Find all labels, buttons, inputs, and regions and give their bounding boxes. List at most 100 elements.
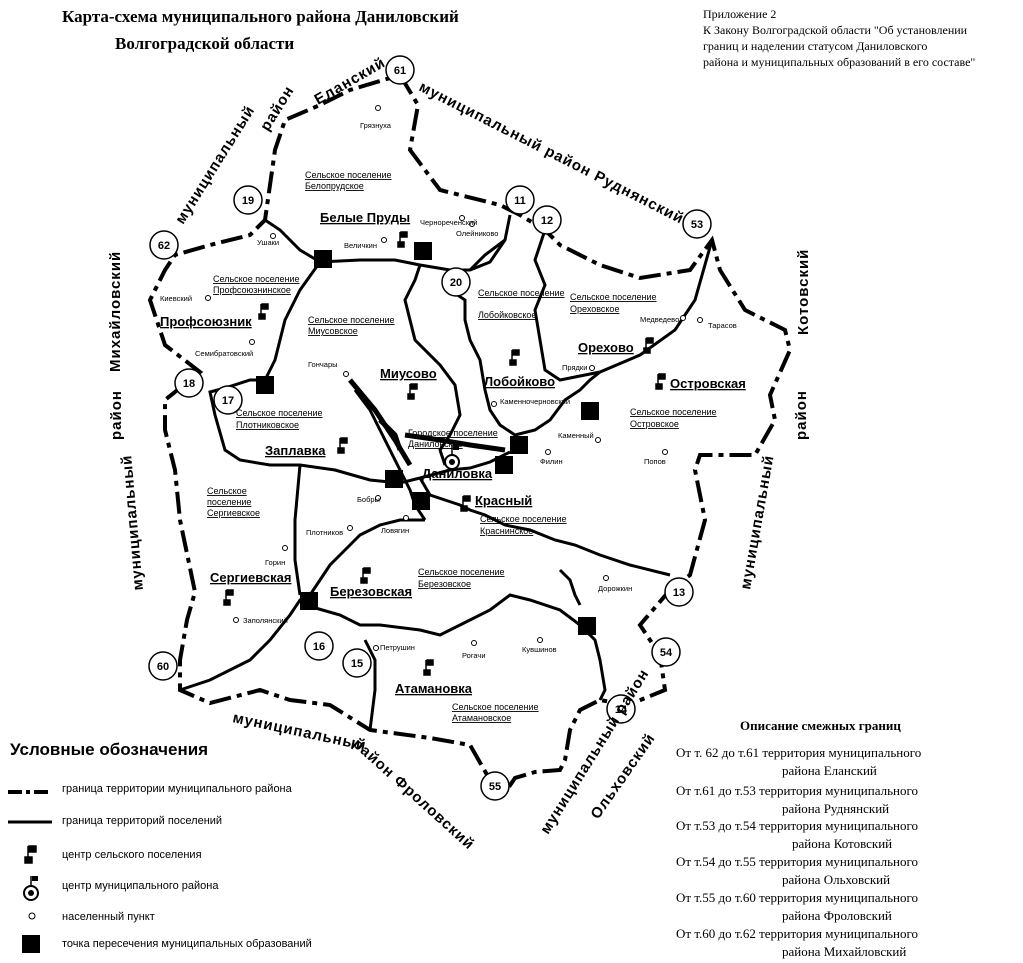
svg-text:района Фроловский: района Фроловский: [782, 908, 892, 923]
svg-text:Атамановка: Атамановка: [395, 681, 473, 696]
svg-text:Каменный: Каменный: [558, 431, 594, 440]
description-heading: Описание смежных границ: [740, 718, 901, 733]
svg-text:Березовское: Березовское: [418, 579, 471, 589]
svg-text:Атамановское: Атамановское: [452, 713, 511, 723]
svg-text:Плотников: Плотников: [306, 528, 343, 537]
svg-text:Профсоюзник: Профсоюзник: [160, 314, 252, 329]
point-19-marker: 19: [233, 185, 263, 215]
boundary-points: 61 11 12 53 19 62 20 18 17 13 54 60 16 1…: [148, 55, 712, 801]
svg-text:Тарасов: Тарасов: [708, 321, 737, 330]
legend-intersection-icon: [22, 935, 40, 953]
svg-text:Величкин: Величкин: [344, 241, 377, 250]
neighbor-mikhaylovsky-2: район: [108, 390, 125, 440]
center-labels: Белые Пруды Профсоюзник Миусово Лобойков…: [160, 210, 746, 696]
legend-settlement-border-label: граница территорий поселений: [62, 815, 222, 827]
svg-text:Прядки: Прядки: [562, 363, 587, 372]
danilovka-roads: [348, 378, 506, 467]
svg-text:Ореховское: Ореховское: [570, 304, 619, 314]
neighbor-frolovsky-2: район Фроловский: [349, 735, 477, 853]
svg-text:11: 11: [514, 195, 526, 207]
svg-text:Миусово: Миусово: [380, 366, 437, 381]
village-labels: Грязнуха Чернореченский Величкин Олейник…: [160, 121, 737, 660]
neighbor-frolovsky-1: муниципальный: [231, 709, 368, 754]
appendix-line2: К Закону Волгоградской области "Об устан…: [703, 23, 968, 37]
svg-text:Сергиевское: Сергиевское: [207, 508, 260, 518]
svg-text:Сельское поселение: Сельское поселение: [236, 408, 323, 418]
svg-text:района Руднянский: района Руднянский: [782, 801, 889, 816]
svg-text:12: 12: [541, 215, 553, 227]
svg-text:Рогачи: Рогачи: [462, 651, 486, 660]
settlement-labels: Сельское поселение Белопрудское Сельское…: [207, 170, 717, 723]
svg-text:Дорожкин: Дорожкин: [598, 584, 632, 593]
village-markers: [205, 105, 703, 651]
point-20-marker: 20: [441, 267, 471, 297]
svg-text:Миусовское: Миусовское: [308, 326, 358, 336]
legend-heading: Условные обозначения: [10, 740, 208, 759]
svg-text:Профсоюзнинское: Профсоюзнинское: [213, 285, 291, 295]
svg-text:Сельское поселение: Сельское поселение: [213, 274, 300, 284]
svg-text:От т.53 до т.54 территория мун: От т.53 до т.54 территория муниципальног…: [676, 818, 918, 833]
svg-text:Горин: Горин: [265, 558, 285, 567]
svg-text:19: 19: [242, 195, 254, 207]
map-title-line2: Волгоградской области: [115, 34, 294, 53]
legend: Условные обозначения граница территории …: [8, 740, 312, 953]
svg-text:15: 15: [351, 658, 363, 670]
svg-text:Медведево: Медведево: [640, 315, 679, 324]
svg-text:Сельское поселение: Сельское поселение: [630, 407, 717, 417]
adjacent-borders-description: Описание смежных границ От т. 62 до т.61…: [676, 718, 921, 959]
svg-text:Сельское поселение: Сельское поселение: [452, 702, 539, 712]
svg-text:района Еланский: района Еланский: [782, 763, 877, 778]
legend-district-center-icon: [23, 876, 39, 901]
point-53-marker: 53: [682, 209, 712, 239]
svg-text:Лобойковское: Лобойковское: [478, 310, 536, 320]
svg-text:Бобры: Бобры: [357, 495, 380, 504]
svg-text:района Котовский: района Котовский: [792, 836, 892, 851]
svg-text:Сельское поселение: Сельское поселение: [480, 514, 567, 524]
svg-text:Белые Пруды: Белые Пруды: [320, 210, 410, 225]
point-18-marker: 18: [174, 368, 204, 398]
district-border: [147, 72, 793, 804]
point-15-marker: 15: [342, 648, 372, 678]
svg-text:Березовская: Березовская: [330, 584, 412, 599]
svg-text:Олейниково: Олейниково: [456, 229, 498, 238]
svg-text:Сельское: Сельское: [207, 486, 247, 496]
map-title-line1: Карта-схема муниципального района Данило…: [62, 7, 459, 26]
point-11-marker: 11: [505, 185, 535, 215]
svg-text:Сергиевская: Сергиевская: [210, 570, 291, 585]
legend-locality-label: населенный пункт: [62, 911, 155, 923]
svg-text:От т.54 до т.55 территория мун: От т.54 до т.55 территория муниципальног…: [676, 854, 918, 869]
svg-text:14: 14: [615, 704, 628, 716]
svg-text:Краснинское: Краснинское: [480, 526, 533, 536]
svg-text:Семибратовский: Семибратовский: [195, 349, 253, 358]
svg-text:Грязнуха: Грязнуха: [360, 121, 392, 130]
point-60-marker: 60: [148, 651, 178, 681]
svg-text:54: 54: [660, 647, 673, 659]
svg-text:поселение: поселение: [207, 497, 251, 507]
svg-text:Киевский: Киевский: [160, 294, 192, 303]
svg-text:От т.61 до т.53 территория мун: От т.61 до т.53 территория муниципальног…: [676, 783, 918, 798]
svg-text:Островское: Островское: [630, 419, 679, 429]
svg-text:Сельское поселение: Сельское поселение: [308, 315, 395, 325]
svg-text:Сельское поселение: Сельское поселение: [478, 288, 565, 298]
legend-rural-center-label: центр сельского поселения: [62, 849, 202, 861]
svg-text:Красный: Красный: [475, 493, 532, 508]
appendix-line4: района и муниципальных образований в его…: [703, 55, 975, 69]
neighbor-kotovsky-2: район: [793, 390, 810, 440]
svg-text:Даниловка: Даниловка: [422, 466, 493, 481]
point-54-marker: 54: [651, 637, 681, 667]
intersection-points: [256, 242, 599, 635]
legend-district-center-label: центр муниципального района: [62, 880, 219, 892]
svg-text:16: 16: [313, 641, 325, 653]
svg-text:Чернореченский: Чернореченский: [420, 218, 477, 227]
svg-text:района Ольховский: района Ольховский: [782, 872, 890, 887]
svg-text:Плотниковское: Плотниковское: [236, 420, 299, 430]
neighbor-rudnyansky: муниципальный район Руднянский: [416, 78, 687, 227]
svg-text:Островская: Островская: [670, 376, 746, 391]
point-16-marker: 16: [304, 631, 334, 661]
svg-text:20: 20: [450, 277, 462, 289]
neighbor-kotovsky-3: муниципальный: [737, 454, 777, 591]
point-17-marker: 17: [213, 385, 243, 415]
svg-text:Сельское поселение: Сельское поселение: [418, 567, 505, 577]
svg-text:18: 18: [183, 378, 195, 390]
rural-center-flags: [223, 231, 666, 676]
